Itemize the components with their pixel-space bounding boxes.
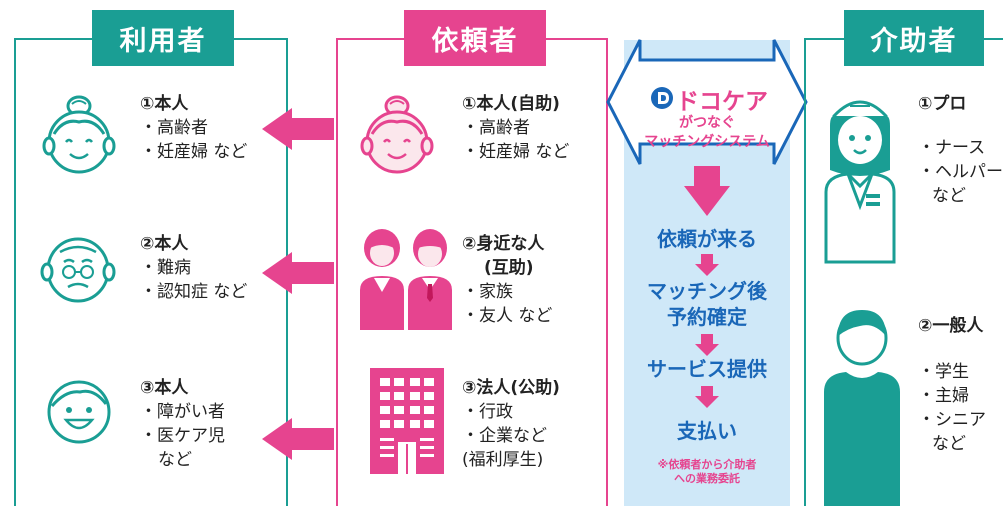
caregiver-1-line-3: など <box>932 186 966 206</box>
user-2-title: ②本人 <box>140 234 189 254</box>
user-3-line-1: ・障がい者 <box>140 402 225 422</box>
dococare-logo-icon <box>651 87 673 109</box>
smiling-child-face-icon <box>47 380 111 444</box>
requester-entry-3: ③法人(公助) ・行政 ・企業など (福利厚生) <box>462 376 560 472</box>
requester-3-title: ③法人(公助) <box>462 378 560 398</box>
two-people-icon <box>360 229 452 330</box>
requester-1-title: ①本人(自助) <box>462 94 560 114</box>
arrow-down-big <box>684 166 730 216</box>
requesters-panel: 依頼者 <box>336 0 608 506</box>
requester-1-line-1: ・高齢者 <box>462 118 530 138</box>
user-1-title: ①本人 <box>140 94 189 114</box>
caregiver-2-line-3: ・シニア <box>918 410 986 430</box>
elderly-man-face-icon <box>40 237 116 303</box>
users-header: 利用者 <box>92 10 234 66</box>
note-line-1: ※依頼者から介助者 <box>657 458 757 471</box>
caregiver-2-line-4: など <box>932 434 966 454</box>
arrow-down-2 <box>695 334 719 356</box>
person-silhouette-icon <box>824 310 900 506</box>
caregiver-2-line-2: ・主婦 <box>918 386 969 406</box>
requester-3-line-3: (福利厚生) <box>462 450 544 470</box>
caregiver-1-title: ①プロ <box>918 94 967 114</box>
caregivers-panel: 介助者 <box>804 0 1003 506</box>
caregiver-1-line-1: ・ナース <box>918 138 986 158</box>
requester-entry-1: ①本人(自助) ・高齢者 ・妊産婦 など <box>462 92 569 164</box>
user-3-line-2: ・医ケア児 <box>140 426 225 446</box>
arrow-left-3 <box>262 418 334 460</box>
user-entry-3: ③本人 ・障がい者 ・医ケア児 など <box>140 376 225 472</box>
requester-1-line-2: ・妊産婦 など <box>462 142 570 162</box>
requester-2-line-2: ・友人 など <box>462 306 553 326</box>
arrow-down-3 <box>695 386 719 408</box>
arrow-left-1 <box>262 108 334 150</box>
logo-text: ドコケア <box>676 89 768 115</box>
arrow-down-1 <box>695 254 719 276</box>
user-2-line-2: ・認知症 など <box>140 282 248 302</box>
user-1-line-1: ・高齢者 <box>140 118 208 138</box>
caregiver-1-line-2: ・ヘルパー <box>918 162 1003 182</box>
logo-sub-1: がつなぐ <box>679 115 735 131</box>
step-service: サービス提供 <box>647 357 767 381</box>
users-panel: 利用者 <box>14 0 288 506</box>
requester-3-line-1: ・行政 <box>462 402 513 422</box>
caregiver-entry-1: ①プロ ・ナース ・ヘルパー など <box>918 92 1003 208</box>
user-3-line-3: など <box>158 450 192 470</box>
requesters-header: 依頼者 <box>404 10 546 66</box>
caregivers-header: 介助者 <box>844 10 984 66</box>
logo-sub-2: マッチングシステム <box>644 134 770 150</box>
step-matching: マッチング後 <box>647 279 767 303</box>
user-3-title: ③本人 <box>140 378 189 398</box>
caregiver-entry-2: ②一般人 ・学生 ・主婦 ・シニア など <box>918 314 986 456</box>
nurse-icon <box>824 100 896 264</box>
user-entry-1: ①本人 ・高齢者 ・妊産婦 など <box>140 92 247 164</box>
caregiver-2-line-1: ・学生 <box>918 362 969 382</box>
user-2-line-1: ・難病 <box>140 258 191 278</box>
requester-2-subtitle: (互助) <box>484 258 534 278</box>
user-1-line-2: ・妊産婦 など <box>140 142 248 162</box>
caregiver-2-title: ②一般人 <box>918 316 984 336</box>
requester-3-line-2: ・企業など <box>462 426 547 446</box>
requester-entry-2: ②身近な人 (互助) ・家族 ・友人 など <box>462 232 552 328</box>
user-entry-2: ②本人 ・難病 ・認知症 など <box>140 232 247 304</box>
step-payment: 支払い <box>677 419 737 443</box>
elderly-woman-face-icon <box>42 95 116 174</box>
note-line-2: への業務委託 <box>674 472 740 485</box>
arrow-left-2 <box>262 252 334 294</box>
step-request: 依頼が来る <box>657 227 757 251</box>
requester-2-title: ②身近な人 <box>462 234 545 254</box>
office-building-icon <box>370 368 444 474</box>
requester-2-line-1: ・家族 <box>462 282 513 302</box>
elderly-woman-face-icon <box>360 95 434 174</box>
double-arrow-badge <box>606 39 808 165</box>
step-reservation: 予約確定 <box>667 305 747 329</box>
